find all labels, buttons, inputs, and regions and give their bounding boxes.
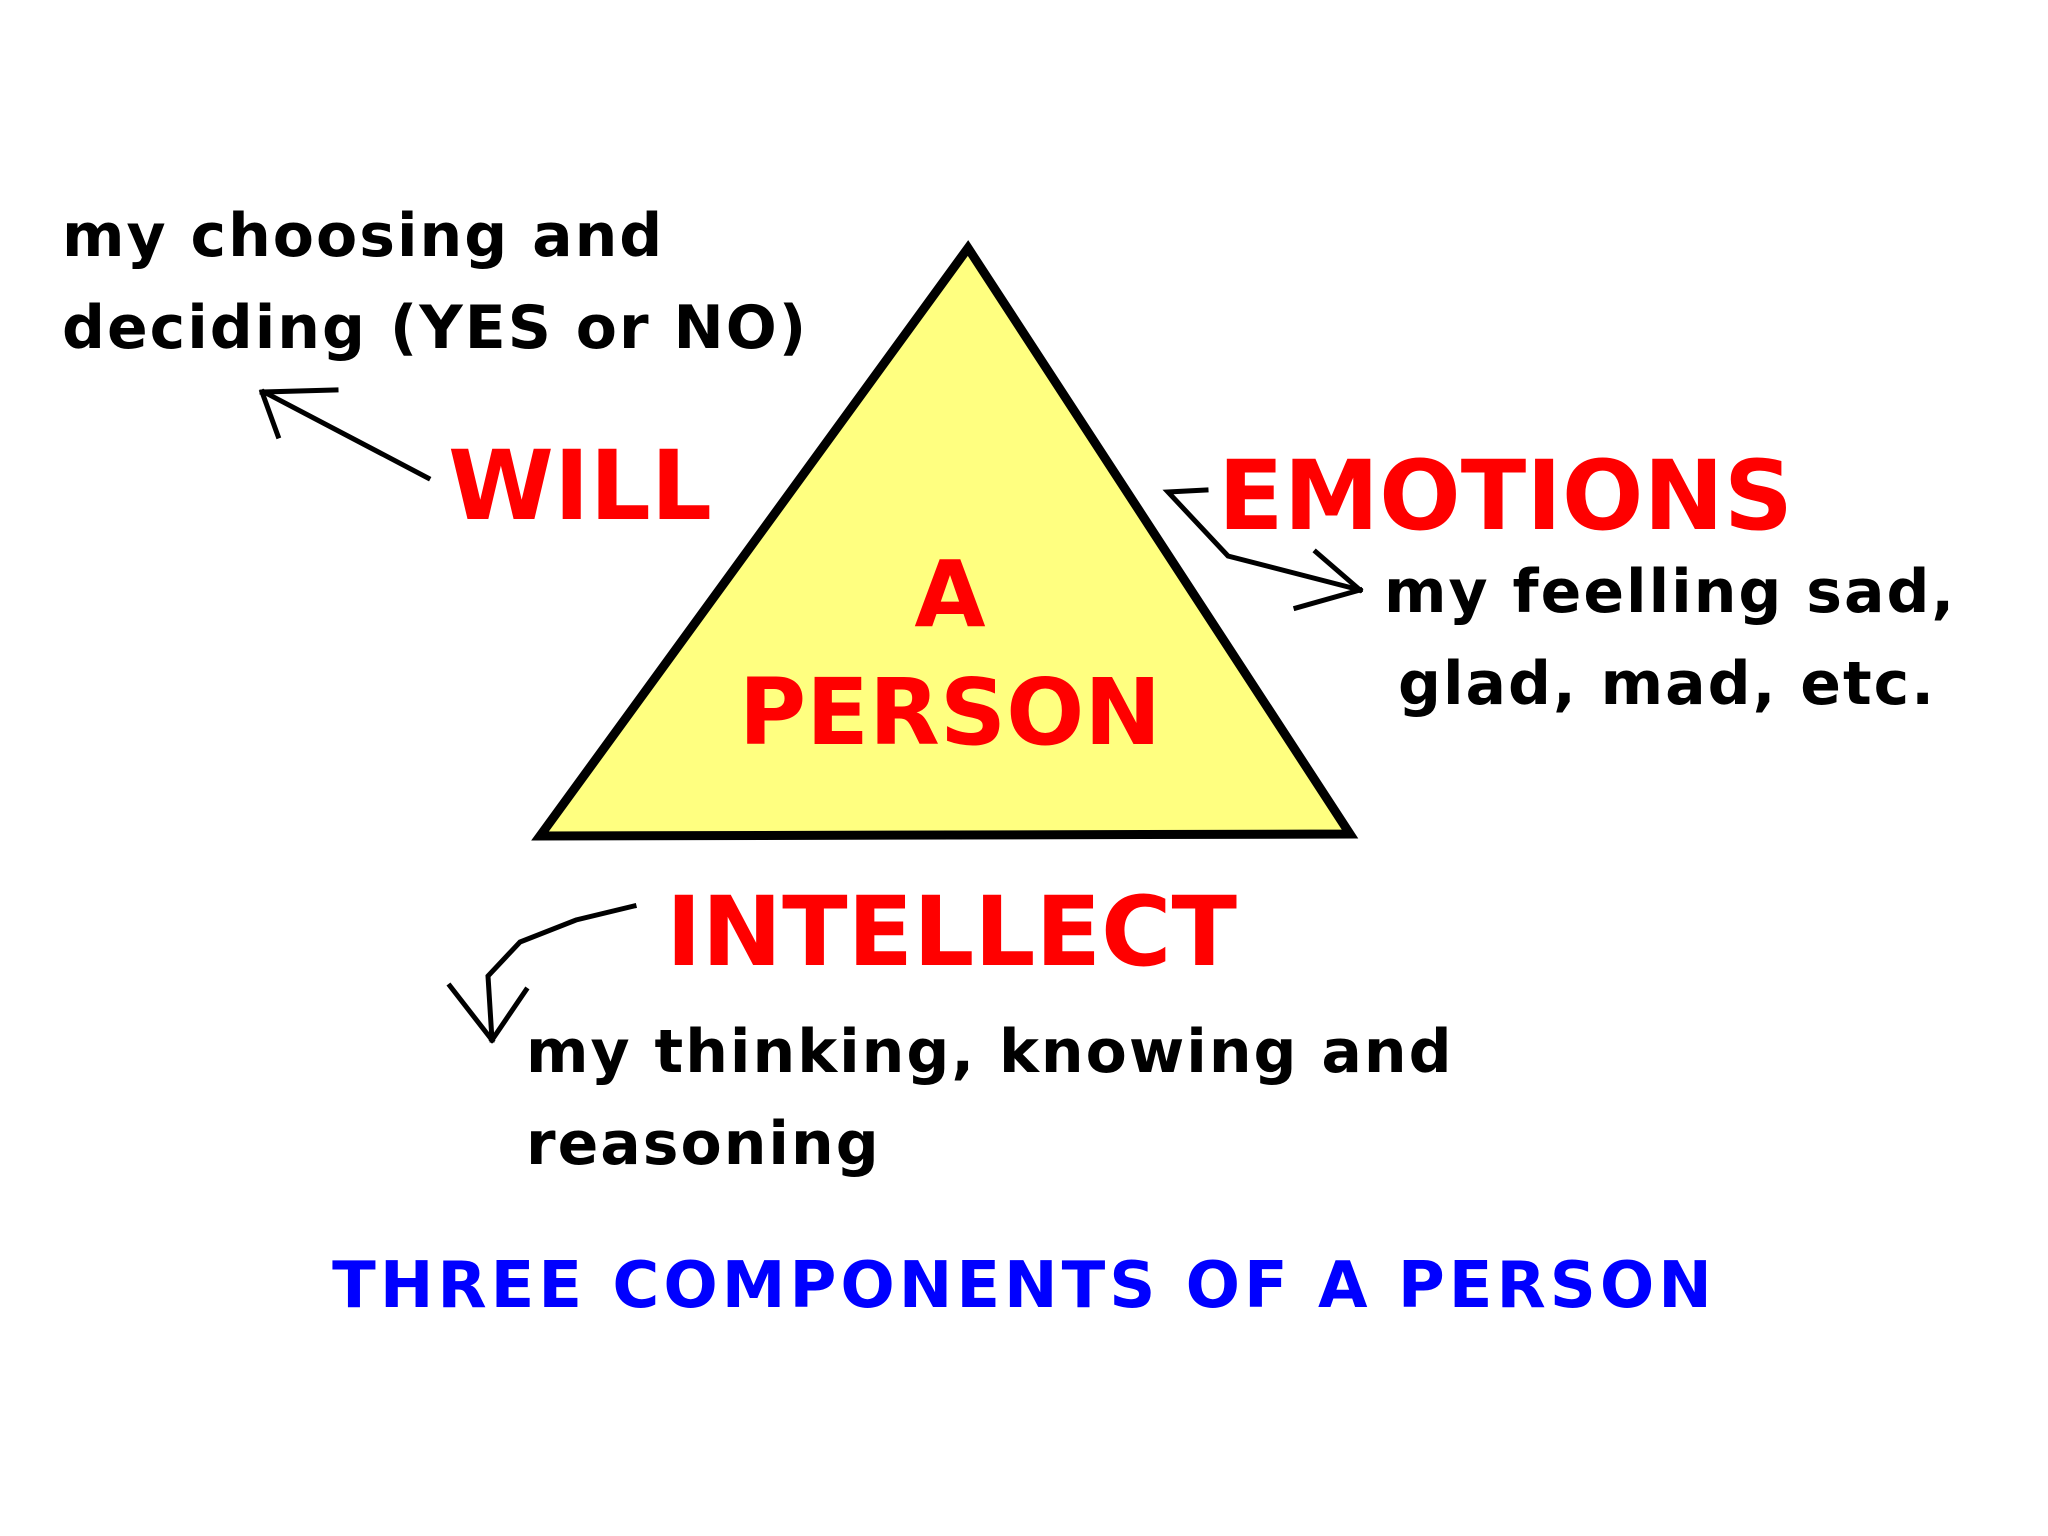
- will-label: WILL: [448, 430, 712, 542]
- will-description: my choosing and deciding (YES or NO): [62, 190, 808, 374]
- will-description-line-1: my choosing and: [62, 201, 665, 271]
- intellect-description: my thinking, knowing and reasoning: [526, 1006, 1454, 1190]
- intellect-arrow: [446, 902, 638, 1044]
- will-description-line-2: deciding (YES or NO): [62, 293, 809, 363]
- emotions-arrow: [1162, 487, 1364, 612]
- emotions-label: EMOTIONS: [1218, 440, 1794, 552]
- intellect-description-line-1: my thinking, knowing and: [526, 1017, 1454, 1087]
- emotions-description: my feelling sad, glad, mad, etc.: [1384, 546, 1956, 730]
- will-arrow: [258, 387, 432, 482]
- center-label-line-1: A: [914, 541, 986, 648]
- person-triangle: [531, 240, 1359, 841]
- emotions-description-line-2: glad, mad, etc.: [1398, 649, 1937, 719]
- diagram-caption: THREE COMPONENTS OF A PERSON: [332, 1249, 1716, 1323]
- center-label-line-2: PERSON: [738, 659, 1162, 766]
- center-label: A PERSON: [700, 536, 1200, 772]
- intellect-description-line-2: reasoning: [526, 1109, 881, 1179]
- emotions-description-line-1: my feelling sad,: [1384, 557, 1957, 627]
- intellect-label: INTELLECT: [666, 876, 1237, 988]
